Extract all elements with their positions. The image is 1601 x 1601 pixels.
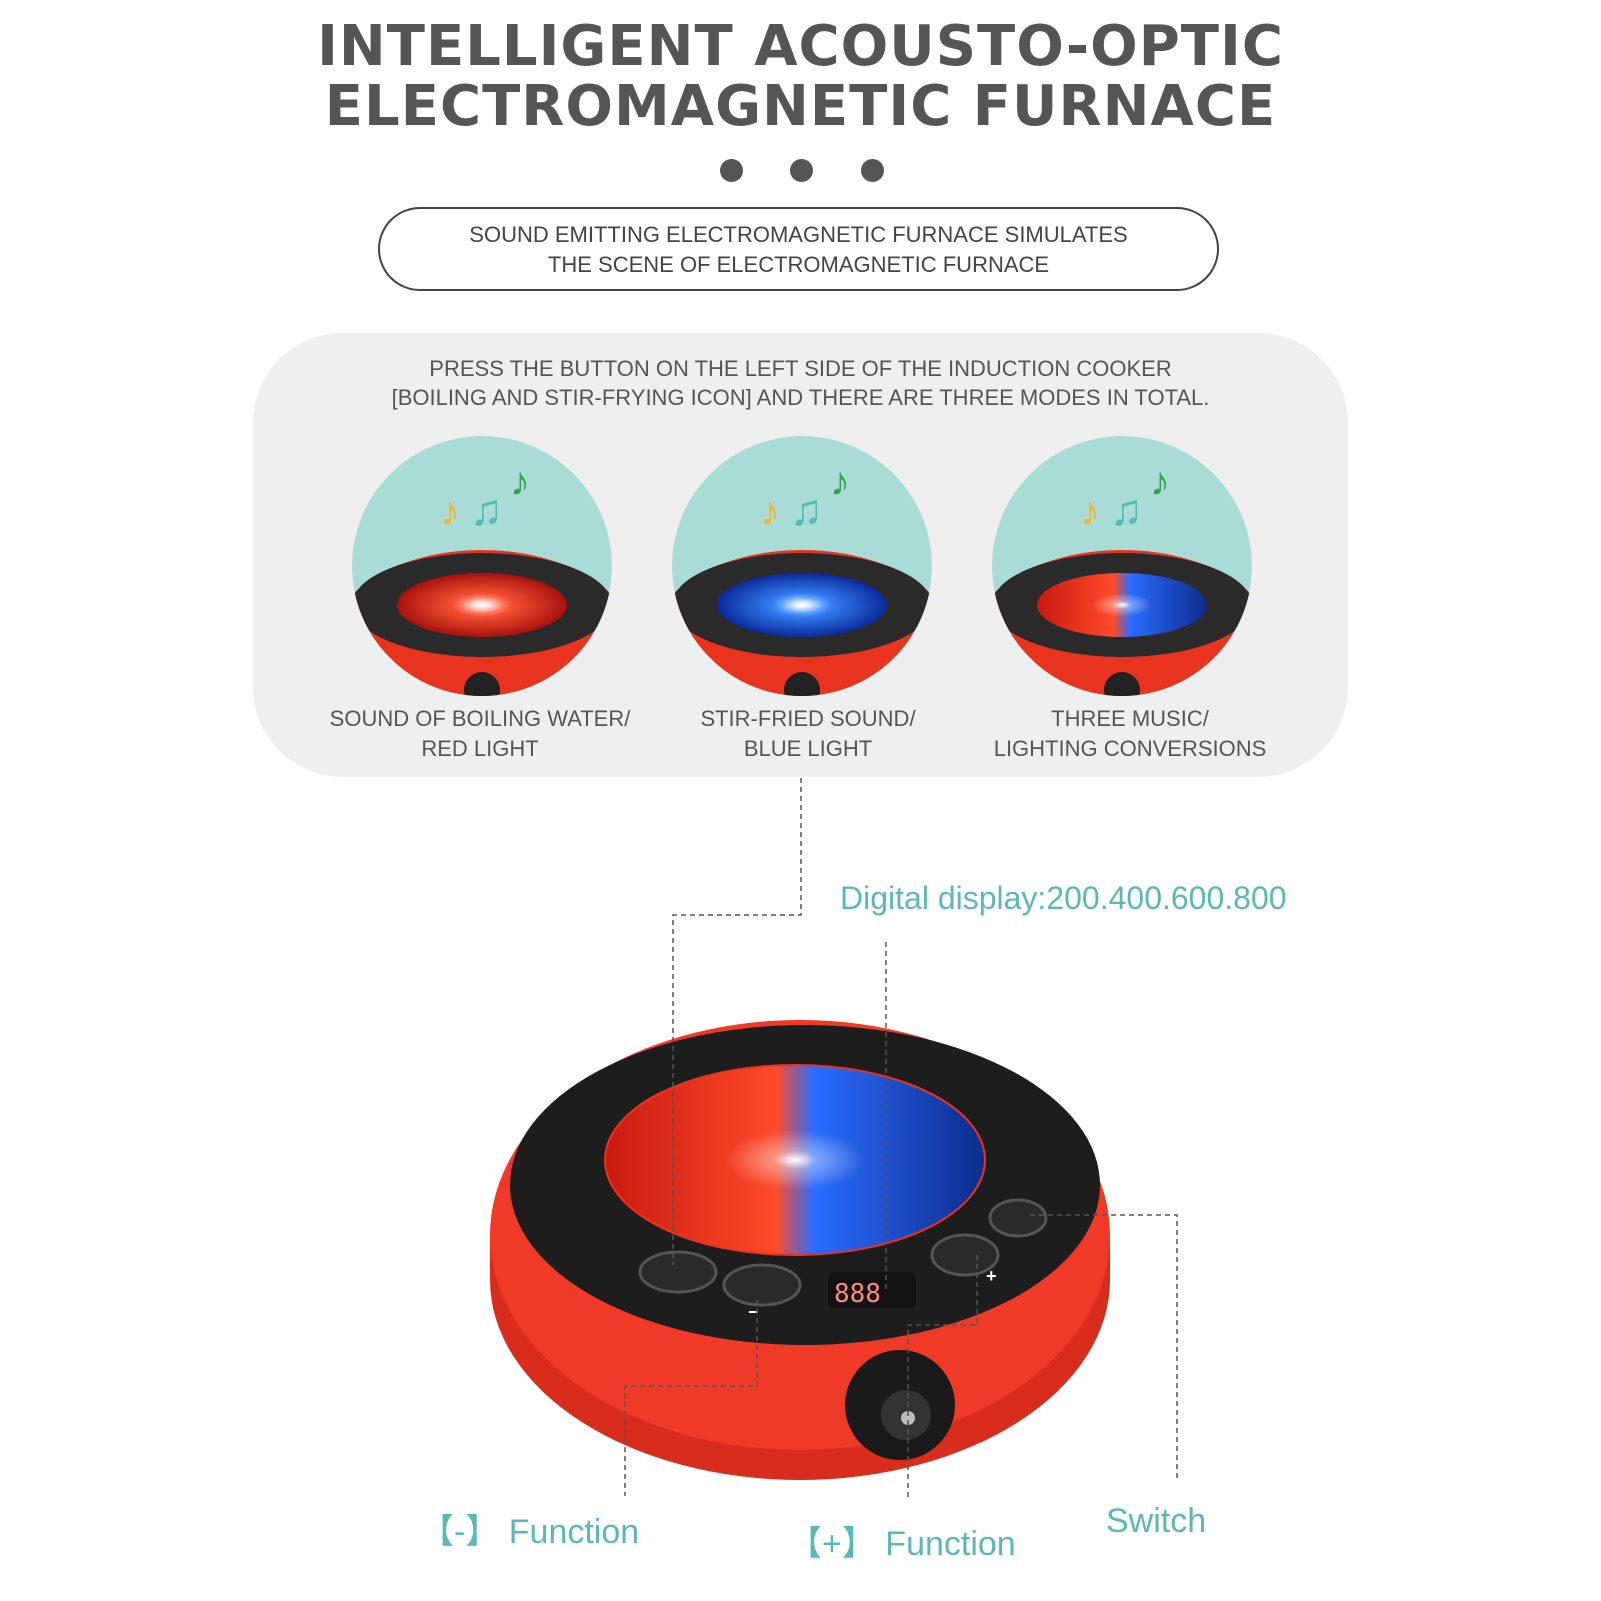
svg-text:♪: ♪ <box>1150 460 1170 504</box>
svg-text:♫: ♫ <box>470 486 503 535</box>
device-display: 888 <box>834 1279 881 1309</box>
plus-function-label: 【+】 Function <box>788 1525 1016 1563</box>
caption-line: THREE MUSIC/ <box>1051 706 1209 731</box>
svg-text:♪: ♪ <box>440 490 460 534</box>
dot-decoration <box>720 159 743 182</box>
svg-text:♫: ♫ <box>1110 486 1143 535</box>
svg-text:♫: ♫ <box>790 486 823 535</box>
dot-decoration <box>861 159 884 182</box>
svg-text:♪: ♪ <box>510 460 530 504</box>
title-line-2: ELECTROMAGNETIC FURNACE <box>324 74 1277 139</box>
panel-text-1: PRESS THE BUTTON ON THE LEFT SIDE OF THE… <box>429 356 1172 381</box>
caption-line: RED LIGHT <box>421 736 539 761</box>
digital-display-callout: Digital display:200.400.600.800 <box>840 880 1287 916</box>
mode-stir-fry-image: ♪♫♪ <box>672 436 932 696</box>
mode-caption-boiling: SOUND OF BOILING WATER/ RED LIGHT <box>310 704 650 764</box>
caption-line: SOUND OF BOILING WATER/ <box>329 706 631 731</box>
minus-function-label: 【-】 Function <box>420 1513 640 1551</box>
svg-text:♪: ♪ <box>830 460 850 504</box>
subtitle-line-2: THE SCENE OF ELECTROMAGNETIC FURNACE <box>547 252 1050 277</box>
subtitle-pill: SOUND EMITTING ELECTROMAGNETIC FURNACE S… <box>378 207 1219 291</box>
caption-line: STIR-FRIED SOUND/ <box>700 706 916 731</box>
mode-music-image: ♪♫♪ <box>992 436 1252 696</box>
svg-text:♪: ♪ <box>760 490 780 534</box>
svg-text:+: + <box>986 1266 997 1286</box>
svg-text:♪: ♪ <box>1080 490 1100 534</box>
mode-boiling-image: ♪♫♪ <box>352 436 612 696</box>
title-line-1: INTELLIGENT ACOUSTO-OPTIC <box>317 14 1284 79</box>
caption-line: BLUE LIGHT <box>743 736 873 761</box>
mode-caption-stir-fry: STIR-FRIED SOUND/ BLUE LIGHT <box>638 704 978 764</box>
dot-decoration <box>790 159 813 182</box>
mode-caption-music: THREE MUSIC/ LIGHTING CONVERSIONS <box>960 704 1300 764</box>
svg-text:−: − <box>748 1302 759 1322</box>
switch-label: Switch <box>1106 1502 1207 1540</box>
panel-text-2: [BOILING AND STIR-FRYING ICON] AND THERE… <box>391 385 1210 410</box>
callout-lines <box>624 778 1178 1500</box>
caption-line: LIGHTING CONVERSIONS <box>993 736 1267 761</box>
subtitle-line-1: SOUND EMITTING ELECTROMAGNETIC FURNACE S… <box>469 222 1128 247</box>
induction-cooker-image: 888 + − <box>490 1020 1110 1480</box>
